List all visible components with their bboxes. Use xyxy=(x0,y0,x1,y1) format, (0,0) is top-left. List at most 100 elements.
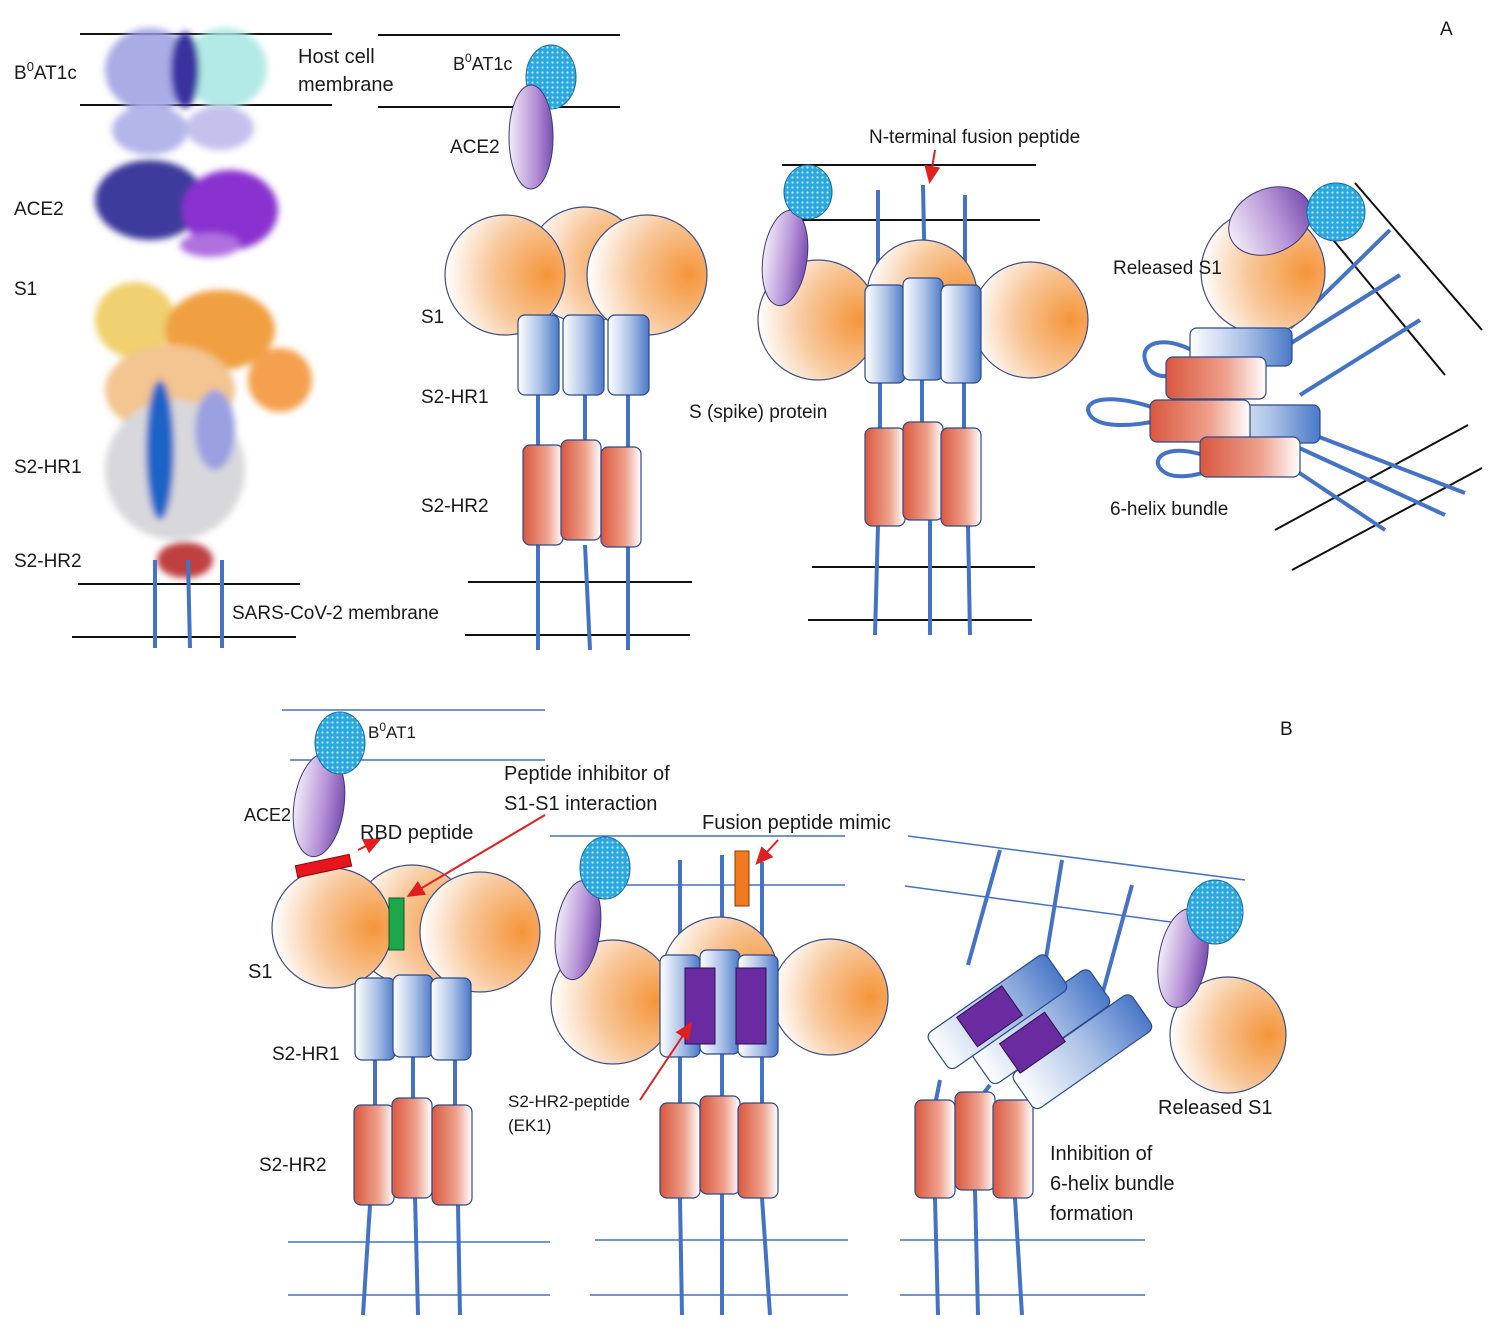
s2-hr2-helix xyxy=(1199,436,1301,478)
pointer-arrow xyxy=(639,1021,693,1101)
six-helix-bundle-label: 6-helix bundle xyxy=(1110,499,1228,520)
s2-hr2-helix xyxy=(699,1095,741,1195)
ek1-peptide-bound xyxy=(998,1011,1066,1074)
b-cartoon1-b0at1-label: B0AT1 xyxy=(368,720,416,742)
b-cartoon1-s1-label: S1 xyxy=(248,961,272,983)
ace2-receptor xyxy=(508,84,554,190)
peptide-chain xyxy=(760,1197,772,1316)
virus-membrane-label: SARS-CoV-2 membrane xyxy=(232,603,439,624)
peptide-chain xyxy=(973,1189,980,1316)
panel-a-cartoon-1 xyxy=(378,34,692,636)
b0at1-base: B xyxy=(368,723,379,742)
peptide-chain xyxy=(456,1204,462,1316)
s2-hr1-helix xyxy=(902,277,944,381)
cartoon1-s1-label: S1 xyxy=(421,307,444,328)
b0at1c-sup: 0 xyxy=(465,51,472,65)
b0at1c-base: B xyxy=(453,54,465,74)
pointer-arrow xyxy=(357,838,382,854)
peptide-chain xyxy=(1298,318,1422,397)
b-cartoon1-ace2-label: ACE2 xyxy=(244,805,291,825)
label-line: Peptide inhibitor of xyxy=(504,763,670,785)
s2-hr2-helix xyxy=(737,1102,779,1199)
s2-hr2-helix xyxy=(992,1099,1034,1199)
b0at1-transporter xyxy=(1306,182,1366,242)
panel-a-cartoon-2 xyxy=(782,164,1040,621)
chain-loop xyxy=(1086,397,1166,427)
s1-domain xyxy=(971,261,1089,379)
spike-protein-label: S (spike) protein xyxy=(689,402,827,423)
cartoon1-s2hr2-label: S2-HR2 xyxy=(421,496,489,517)
s1-domain xyxy=(271,867,393,989)
peptide-chain xyxy=(678,1197,684,1316)
peptide-chain xyxy=(933,1197,940,1316)
s2-hr2-helix xyxy=(431,1104,473,1206)
s2-hr1-helix xyxy=(392,974,434,1058)
peptide-chain xyxy=(1270,273,1402,357)
peptide-chain xyxy=(361,1204,372,1316)
structure-s1-label: S1 xyxy=(14,279,37,300)
ek1-peptide-bound xyxy=(956,985,1024,1048)
b0at1-rest: AT1 xyxy=(386,723,416,742)
b0at1-transporter xyxy=(783,164,833,220)
s2-hr2-helix xyxy=(864,427,906,527)
rbd-peptide xyxy=(294,853,353,879)
ek1-peptide-bound xyxy=(684,967,716,1045)
s2-hr2-helix xyxy=(391,1097,433,1199)
s2-hr2-helix xyxy=(522,444,564,546)
s2-hr1-helix xyxy=(607,314,650,396)
s2-hr2-helix xyxy=(353,1104,395,1206)
s2-hr2-helix xyxy=(1149,399,1251,443)
structure-b0at1c-label: B0AT1c xyxy=(14,59,77,84)
peptide-chain xyxy=(1281,438,1446,517)
s2-hr2-helix xyxy=(560,439,602,541)
released-s1-label-b: Released S1 xyxy=(1158,1097,1273,1119)
pointer-arrow xyxy=(406,814,546,898)
panel-b-letter: B xyxy=(1280,719,1293,740)
s2-hr1-helix xyxy=(1012,994,1153,1110)
s2-hr2-helix xyxy=(940,427,982,527)
structure-ace2-label: ACE2 xyxy=(14,199,64,220)
b0at1c-rest: AT1c xyxy=(34,63,77,84)
label-line: 6-helix bundle xyxy=(1050,1173,1175,1195)
b0at1-sup: 0 xyxy=(379,720,386,734)
s2-hr2-helix xyxy=(659,1102,701,1199)
rbd-peptide-label: RBD peptide xyxy=(360,822,473,844)
b-cartoon1-s2hr1-label: S2-HR1 xyxy=(272,1044,340,1065)
protein-blobs xyxy=(95,28,312,578)
b0at1-transporter xyxy=(1186,879,1244,945)
chain-layer xyxy=(153,184,1466,1316)
mark-layer xyxy=(294,149,1066,1101)
b0at1c-sup: 0 xyxy=(27,59,34,74)
label-line: Host cell xyxy=(298,46,375,68)
s2-hr2-helix xyxy=(1165,356,1267,400)
label-line: formation xyxy=(1050,1203,1133,1225)
pointer-arrow xyxy=(755,839,779,865)
fusion-peptide-mimic xyxy=(734,850,750,907)
shape-layer xyxy=(271,44,1366,1206)
pointer-arrow xyxy=(924,149,941,184)
panel-a-structure xyxy=(72,28,332,638)
s2-hr1-helix xyxy=(864,284,906,384)
panel-a-cartoon-3 xyxy=(1274,182,1483,571)
released-s1-label-a: Released S1 xyxy=(1113,258,1222,279)
structure-s2hr1-label: S2-HR1 xyxy=(14,457,82,478)
label-line: Inhibition of xyxy=(1050,1143,1153,1165)
peptide-chain xyxy=(966,524,972,636)
peptide-chain xyxy=(186,559,192,649)
s2-hr2-helix xyxy=(914,1099,956,1199)
s2-hr1-helix xyxy=(517,314,560,396)
peptide-chain xyxy=(966,849,1002,966)
b0at1c-rest: AT1c xyxy=(472,54,513,74)
s2-hr1-helix xyxy=(430,977,472,1061)
peptide-chain xyxy=(873,524,880,636)
fusion-mimic-label: Fusion peptide mimic xyxy=(702,812,891,834)
ek1-peptide-bound xyxy=(735,967,767,1045)
s2-hr2-helix xyxy=(902,421,944,521)
panel-a-letter: A xyxy=(1440,19,1453,40)
label-line: S2-HR2-peptide xyxy=(508,1092,630,1111)
s2-hr1-helix xyxy=(354,977,396,1061)
